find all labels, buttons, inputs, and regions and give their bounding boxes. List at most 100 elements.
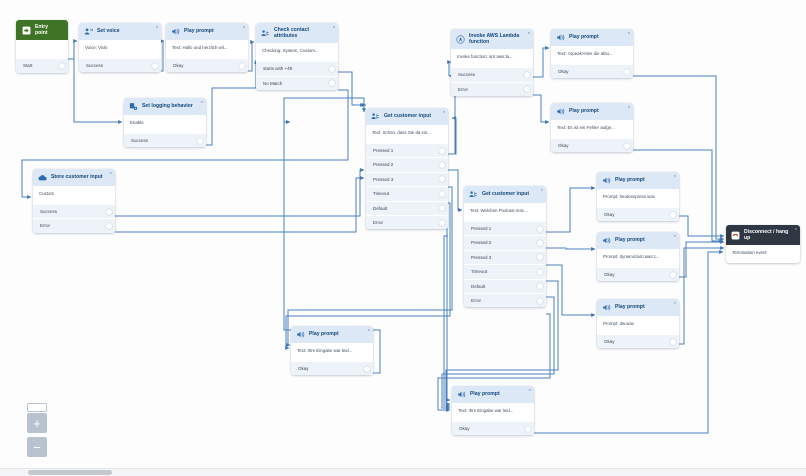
node-port[interactable]: Pressed 3 [366,171,448,187]
port-connector-handle[interactable] [537,240,543,247]
node-header[interactable]: Play prompt× [597,172,679,189]
close-icon[interactable]: × [673,300,676,305]
scrollbar-thumb[interactable] [28,470,112,475]
node-header[interactable]: Get customer input× [464,186,546,203]
zoom-out-button[interactable]: − [27,437,47,457]
port-connector-handle[interactable] [537,268,543,275]
close-icon[interactable]: × [242,24,245,29]
close-icon[interactable]: × [200,99,203,104]
horizontal-scrollbar[interactable] [0,468,806,476]
node-port[interactable]: Default [464,278,546,293]
port-connector-handle[interactable] [152,62,158,69]
fit-to-screen-button[interactable] [27,403,47,412]
node-play-prompt-aktuelle[interactable]: Play prompt×Text: <speak>Hier die aktu..… [551,29,633,79]
node-header[interactable]: Play prompt× [166,23,248,40]
node-header[interactable]: Play prompt× [551,103,633,120]
node-port[interactable]: Error [33,218,115,233]
close-icon[interactable]: × [109,170,112,175]
node-check-contact-attributes[interactable]: Check contact attributes×Checking: Syste… [256,23,338,91]
node-port[interactable]: Okay [551,64,633,79]
port-connector-handle[interactable] [239,62,245,69]
node-header[interactable]: Set logging behavior× [124,98,206,115]
port-connector-handle[interactable] [525,425,531,432]
node-play-prompt-eingabe-a[interactable]: Play prompt×Text: Ihre Eingabe war leid.… [291,326,373,376]
node-port[interactable]: Okay [452,421,534,436]
port-connector-handle[interactable] [439,162,445,169]
port-connector-handle[interactable] [537,254,543,261]
close-icon[interactable]: × [155,24,158,29]
port-connector-handle[interactable] [439,147,445,154]
node-port[interactable]: Success [33,204,115,219]
port-connector-handle[interactable] [439,176,445,183]
node-header[interactable]: Play prompt× [452,386,534,403]
close-icon[interactable]: × [673,233,676,238]
zoom-controls[interactable]: + − [27,403,47,461]
node-header[interactable]: Disconnect / hang up× [726,225,800,246]
port-connector-handle[interactable] [439,219,445,226]
zoom-in-button[interactable]: + [27,413,47,433]
node-port[interactable]: Start [16,58,68,73]
node-port[interactable]: Okay [597,207,679,222]
close-icon[interactable]: × [794,226,797,231]
port-connector-handle[interactable] [670,211,676,218]
node-port[interactable]: Pressed 2 [464,235,546,250]
node-port[interactable]: Success [124,133,206,148]
port-connector-handle[interactable] [537,225,543,232]
node-header[interactable]: Store customer input× [33,169,115,186]
close-icon[interactable]: × [627,104,630,109]
node-get-customer-input-podcast[interactable]: Get customer input×Text: Welchen Podcast… [464,186,546,308]
node-invoke-aws-lambda-function[interactable]: Invoke AWS Lambda function×Invoke functi… [451,29,533,97]
node-header[interactable]: Entry point [16,20,68,41]
port-connector-handle[interactable] [537,283,543,290]
close-icon[interactable]: × [442,109,445,114]
node-port[interactable]: Timeout [464,264,546,279]
node-port[interactable]: Pressed 1 [366,143,448,158]
port-connector-handle[interactable] [59,63,65,70]
node-port[interactable]: starts with +49 [256,61,338,76]
node-port[interactable]: Okay [597,334,679,349]
port-connector-handle[interactable] [197,137,203,144]
node-port[interactable]: Success [451,67,533,82]
port-connector-handle[interactable] [329,80,335,87]
node-play-prompt-eingabe-b[interactable]: Play prompt×Text: Ihre Eingabe war leid.… [452,386,534,436]
port-connector-handle[interactable] [624,142,630,149]
port-connector-handle[interactable] [537,297,543,304]
node-port[interactable]: Okay [166,58,248,73]
close-icon[interactable]: × [528,387,531,392]
port-connector-handle[interactable] [106,223,112,230]
node-header[interactable]: Set voice× [79,23,161,40]
node-port[interactable]: Default [366,200,448,215]
node-port[interactable]: Error [464,292,546,308]
close-icon[interactable]: × [527,30,530,35]
node-play-prompt-welcome[interactable]: Play prompt×Text: Hallo und herzlich wil… [166,23,248,73]
node-port[interactable]: Okay [291,361,373,376]
close-icon[interactable]: × [367,327,370,332]
port-connector-handle[interactable] [439,205,445,212]
node-header[interactable]: Get customer input× [366,108,448,125]
node-header[interactable]: Check contact attributes× [256,23,338,44]
node-header[interactable]: Play prompt× [597,232,679,249]
close-icon[interactable]: × [627,30,630,35]
node-port[interactable]: Success [79,58,161,73]
node-get-customer-input-main[interactable]: Get customer input×Text: Schön, dass Sie… [366,108,448,230]
port-connector-handle[interactable] [670,271,676,278]
close-icon[interactable]: × [673,173,676,178]
port-connector-handle[interactable] [439,190,445,197]
node-port[interactable]: Okay [551,138,633,153]
node-port[interactable]: Pressed 3 [464,249,546,265]
node-port[interactable]: No Match [256,75,338,91]
port-connector-handle[interactable] [670,338,676,345]
node-port[interactable]: Okay [597,267,679,282]
port-connector-handle[interactable] [329,66,335,73]
port-connector-handle[interactable] [624,68,630,75]
port-connector-handle[interactable] [524,72,530,79]
port-connector-handle[interactable] [524,86,530,93]
node-header[interactable]: Play prompt× [597,299,679,316]
node-port[interactable]: Pressed 2 [366,157,448,172]
